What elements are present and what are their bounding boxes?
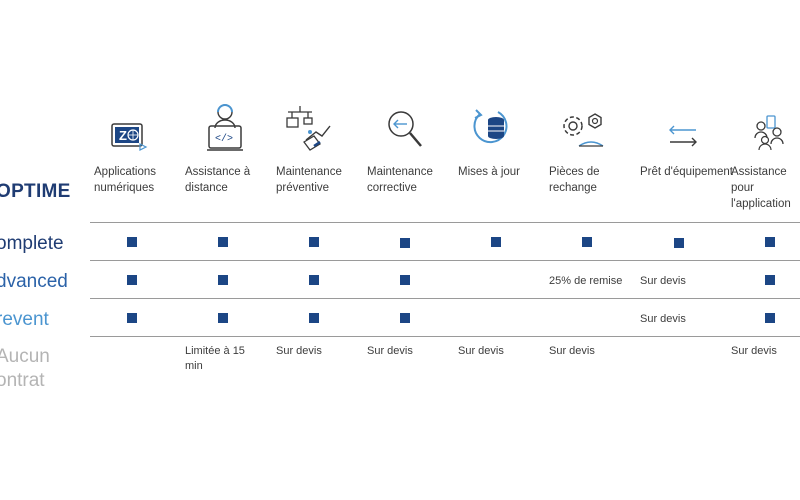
header-pret-d-equipement: Prêt d'équipement [640, 166, 733, 178]
row-label-aucun-contrat: Aucun ontrat [0, 345, 76, 393]
divider [545, 260, 647, 261]
remote-support-icon: </> [207, 104, 243, 151]
cell-aucun-contrat: Sur devis [458, 345, 504, 357]
divider [272, 298, 374, 299]
check-square-prevent [765, 313, 775, 323]
check-square-complete [309, 237, 319, 247]
cell-aucun-contrat: Sur devis [731, 345, 777, 357]
app-assistance-icon [754, 115, 784, 151]
check-square-complete [400, 238, 410, 248]
check-square-complete [582, 237, 592, 247]
divider [545, 298, 647, 299]
svg-text:Z: Z [119, 128, 127, 143]
equipment-loan-icon [669, 125, 697, 147]
divider [181, 222, 283, 223]
column-applications-numeriques: Z Applications numériques [90, 0, 194, 500]
divider [272, 260, 374, 261]
divider [727, 260, 800, 261]
row-label-complete: omplete [0, 233, 64, 254]
divider [545, 222, 647, 223]
divider [272, 336, 374, 337]
column-assistance-pour-l-application: Assistance pour l'application Sur devis [727, 0, 800, 500]
row-label-aucun-line1: Aucun [0, 346, 50, 367]
column-maintenance-preventive: Maintenance préventive Sur devis [272, 0, 376, 500]
header-mises-a-jour: Mises à jour [458, 166, 520, 178]
divider [363, 260, 465, 261]
check-square-advanced [218, 275, 228, 285]
header-maintenance-corrective: Maintenance corrective [367, 166, 433, 194]
divider [636, 260, 738, 261]
preventive-maintenance-icon [286, 106, 331, 151]
divider [272, 222, 374, 223]
cell-aucun-contrat: Limitée à 15 min [185, 345, 245, 372]
divider [636, 336, 738, 337]
brand-title: OPTIME [0, 181, 71, 202]
cell-aucun-contrat: Sur devis [276, 345, 322, 357]
divider [363, 222, 465, 223]
check-square-prevent [127, 313, 137, 323]
row-label-advanced: dvanced [0, 271, 68, 292]
row-label-aucun-line2: ontrat [0, 370, 45, 391]
check-square-prevent [218, 313, 228, 323]
divider [727, 336, 800, 337]
check-square-advanced [765, 275, 775, 285]
check-square-advanced [309, 275, 319, 285]
check-square-prevent [309, 313, 319, 323]
cell-advanced: Sur devis [640, 275, 686, 287]
divider [363, 298, 465, 299]
row-label-prevent: revent [0, 309, 49, 330]
cell-advanced: 25% de remise [549, 275, 623, 287]
divider [454, 298, 556, 299]
divider [181, 298, 283, 299]
check-square-advanced [400, 275, 410, 285]
check-square-advanced [127, 275, 137, 285]
updates-icon [473, 109, 508, 144]
divider [636, 222, 738, 223]
spare-parts-icon [563, 113, 604, 147]
header-maintenance-preventive: Maintenance préventive [276, 166, 342, 194]
column-pret-d-equipement: Prêt d'équipement Sur devis Sur devis [636, 0, 740, 500]
divider [90, 298, 192, 299]
divider [90, 336, 192, 337]
column-pieces-de-rechange: Pièces de rechange 25% de remise Sur dev… [545, 0, 649, 500]
divider [90, 222, 192, 223]
check-square-complete [765, 237, 775, 247]
column-maintenance-corrective: Maintenance corrective Sur devis [363, 0, 467, 500]
svg-text:</>: </> [215, 133, 233, 145]
check-square-complete [491, 237, 501, 247]
check-square-prevent [400, 313, 410, 323]
cell-prevent: Sur devis [640, 313, 686, 325]
divider [363, 336, 465, 337]
header-assistance-a-distance: Assistance à distance [185, 166, 251, 194]
header-applications-numeriques: Applications numériques [94, 166, 157, 194]
divider [181, 336, 283, 337]
divider [727, 298, 800, 299]
corrective-maintenance-icon [388, 111, 422, 147]
divider [727, 222, 800, 223]
divider [90, 260, 192, 261]
check-square-complete [127, 237, 137, 247]
cell-aucun-contrat: Sur devis [367, 345, 413, 357]
divider [454, 222, 556, 223]
header-assistance-pour-l-application: Assistance pour l'application [731, 166, 791, 210]
column-assistance-a-distance: </> Assistance à distance Limitée à 15 m… [181, 0, 285, 500]
check-square-complete [674, 238, 684, 248]
divider [181, 260, 283, 261]
cell-aucun-contrat: Sur devis [549, 345, 595, 357]
divider [454, 260, 556, 261]
divider [545, 336, 647, 337]
column-mises-a-jour: Mises à jour Sur devis [454, 0, 558, 500]
header-pieces-de-rechange: Pièces de rechange [549, 166, 600, 194]
divider [454, 336, 556, 337]
apps-icon: Z [111, 123, 148, 151]
divider [636, 298, 738, 299]
check-square-complete [218, 237, 228, 247]
